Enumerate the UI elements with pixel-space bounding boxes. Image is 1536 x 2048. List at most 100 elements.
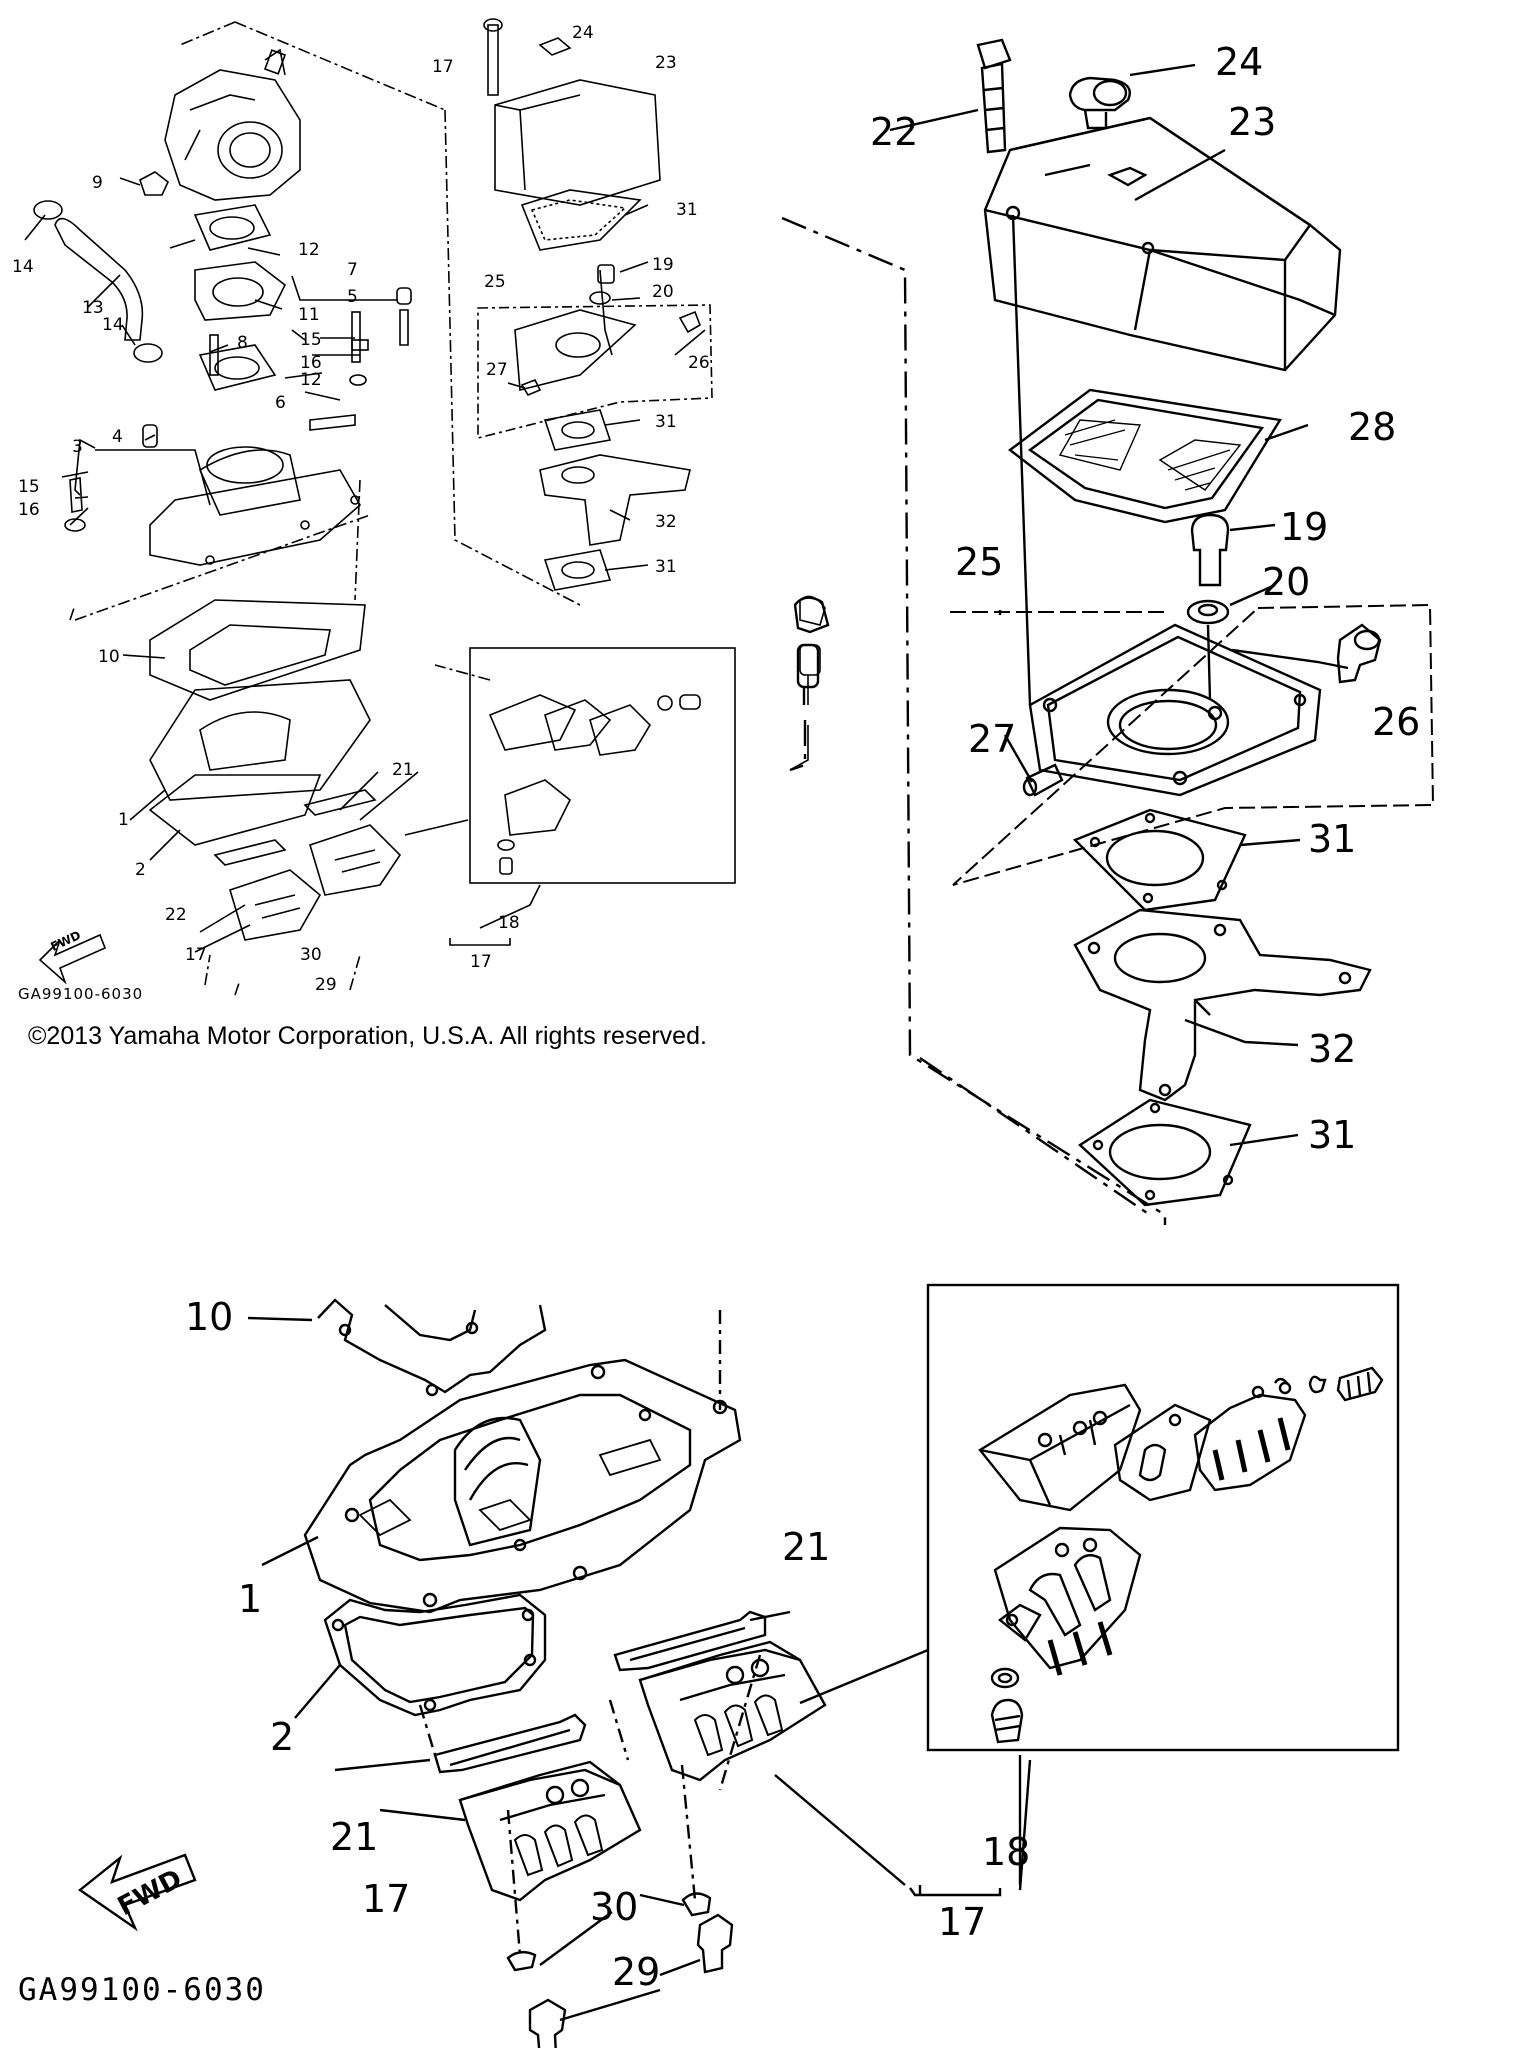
label-airbox-25: 25 (955, 540, 1003, 584)
label-overview-28: 31 (676, 200, 698, 220)
bracket-32 (1073, 908, 1372, 1102)
carburetor-drawing (164, 48, 301, 201)
label-airbox-26: 26 (1372, 700, 1420, 744)
label-overview-30: 30 (300, 945, 322, 965)
airbox-diagram (781, 38, 1435, 1225)
gasket-12a (193, 204, 272, 251)
label-overview-13: 13 (82, 298, 104, 318)
gasket-10 (149, 599, 366, 701)
airbox-cover-23 (983, 116, 1342, 372)
copyright-notice: ©2013 Yamaha Motor Corporation, U.S.A. A… (28, 1022, 707, 1050)
label-overview-23: 23 (655, 53, 677, 73)
label-airbox-23: 23 (1228, 100, 1276, 144)
label-overview-22: 17 (432, 57, 454, 77)
label-airbox-31a: 31 (1308, 817, 1356, 861)
label-overview-5: 5 (347, 287, 358, 307)
reed-labels: 10 1 2 21 21 17 17 18 30 29 (185, 1295, 1030, 1994)
label-overview-12b: 12 (300, 370, 322, 390)
gasket-31b (1078, 1098, 1252, 1207)
gasket-2-large (323, 1593, 547, 1717)
label-overview-15b: 15 (18, 477, 40, 497)
label-reed-18: 18 (982, 1830, 1030, 1874)
label-overview-14a: 14 (12, 257, 34, 277)
overview-labels: 17 24 23 31 19 25 20 26 27 31 32 31 9 14… (12, 23, 710, 995)
label-overview-31b: 31 (655, 557, 677, 577)
gasket-12b (198, 344, 277, 391)
label-overview-21b: 22 (165, 905, 187, 925)
washer-20 (1186, 599, 1230, 625)
label-overview-1: 1 (118, 810, 129, 830)
label-overview-25: 25 (484, 272, 506, 292)
reed-exploded-detail (978, 1366, 1384, 1744)
label-overview-10: 10 (98, 647, 120, 667)
label-overview-17a: 17 (185, 945, 207, 965)
label-overview-11: 11 (298, 305, 320, 325)
label-overview-21a: 21 (392, 760, 414, 780)
reed-valve-17-right (638, 1640, 827, 1782)
label-airbox-22: 22 (870, 110, 918, 154)
cap-24-drawing (1068, 76, 1132, 130)
label-overview-3: 3 (72, 437, 83, 457)
label-airbox-24: 24 (1215, 40, 1263, 84)
assembly-25-box (950, 603, 1435, 886)
label-overview-17b: 17 (470, 952, 492, 972)
label-overview-4: 4 (112, 427, 123, 447)
bolt-19 (1190, 513, 1230, 587)
label-overview-16b: 16 (18, 500, 40, 520)
reed-valve-17b (309, 824, 402, 896)
label-airbox-28: 28 (1348, 405, 1396, 449)
label-airbox-32: 32 (1308, 1027, 1356, 1071)
washer-30-large (681, 1892, 712, 1917)
label-overview-16a: 16 (300, 353, 322, 373)
label-overview-7: 7 (347, 260, 358, 280)
gasket-10-large (317, 1298, 547, 1397)
diagram-code-large: GA99100-6030 (18, 1972, 266, 2008)
hose-13 (54, 217, 144, 341)
label-overview-32: 32 (655, 512, 677, 532)
label-reed-21b: 21 (330, 1815, 378, 1859)
label-overview-12a: 12 (298, 240, 320, 260)
label-overview-29: 29 (315, 975, 337, 995)
label-overview-8: 8 (237, 333, 248, 353)
label-reed-30: 30 (590, 1885, 638, 1929)
reed-valve-diagram (77, 1283, 1400, 2048)
gasket-21b-large (433, 1713, 587, 1774)
air-filter-28 (1008, 388, 1282, 524)
label-reed-2: 2 (270, 1715, 294, 1759)
label-overview-20: 20 (652, 282, 674, 302)
label-overview-15a: 15 (300, 330, 322, 350)
intake-manifold-drawing (149, 446, 362, 566)
label-reed-17a: 17 (362, 1877, 410, 1921)
plate-11 (194, 261, 287, 321)
gasket-21a-large (613, 1610, 767, 1672)
label-overview-18: 18 (498, 913, 520, 933)
gasket-31a (1072, 808, 1247, 912)
label-reed-1: 1 (238, 1577, 262, 1621)
reed-detail-inset (469, 647, 736, 884)
fwd-arrow-large (77, 1853, 197, 1932)
label-reed-10: 10 (185, 1295, 233, 1339)
reed-block-1-large (303, 1358, 742, 1614)
label-overview-24: 24 (572, 23, 594, 43)
label-overview-2: 2 (135, 860, 146, 880)
label-overview-9: 9 (92, 173, 103, 193)
label-reed-29: 29 (612, 1950, 660, 1994)
reed-valve-17-left (458, 1760, 642, 1902)
label-overview-14b: 14 (102, 315, 124, 335)
airbox-base-plate (1028, 623, 1322, 797)
bolt-22-drawing (976, 38, 1012, 154)
diagram-code-small: GA99100-6030 (18, 985, 144, 1003)
label-overview-6: 6 (275, 393, 286, 413)
label-airbox-31b: 31 (1308, 1113, 1356, 1157)
label-overview-19: 19 (652, 255, 674, 275)
label-reed-17b: 17 (938, 1900, 986, 1944)
label-overview-31a: 31 (655, 412, 677, 432)
reed-detail-inset-large (926, 1283, 1400, 1752)
label-reed-21a: 21 (782, 1525, 830, 1569)
gasket-2 (148, 774, 322, 846)
airbox-labels: 22 24 23 28 19 25 20 26 27 31 32 31 (870, 40, 1420, 1157)
label-airbox-19: 19 (1280, 505, 1328, 549)
label-overview-27: 27 (486, 360, 508, 380)
plug-27 (1025, 763, 1064, 797)
